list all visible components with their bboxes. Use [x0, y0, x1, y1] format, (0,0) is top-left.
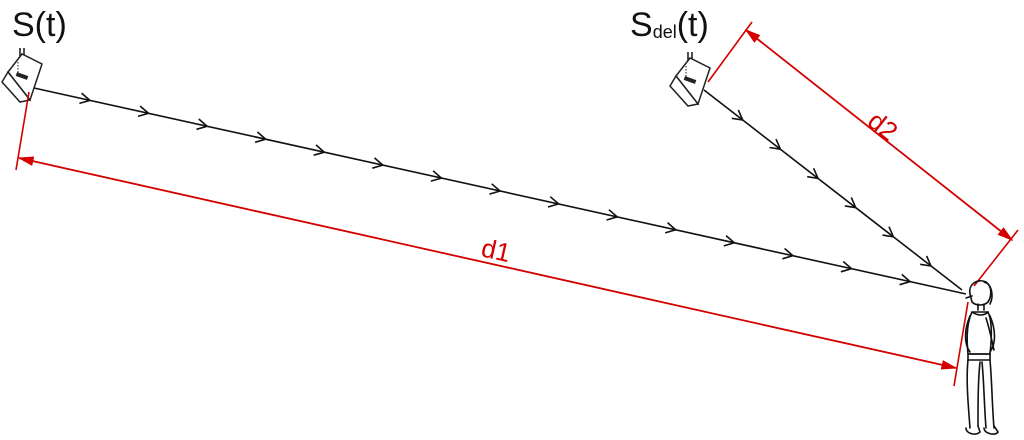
- delayed-source-label: Sdel(t): [630, 6, 709, 44]
- delayed-source-label-main: S: [630, 6, 653, 44]
- ray-arrow-icon: [313, 144, 326, 156]
- delayed-source-label-suffix: (t): [677, 6, 709, 44]
- distance-dimension-d1: d1: [15, 91, 969, 387]
- person-figure-icon: [964, 279, 999, 435]
- source-label: S(t): [12, 6, 67, 44]
- ray-arrow-icon: [196, 118, 209, 131]
- ray-arrow-icon: [137, 105, 151, 118]
- ray-arrow-icon: [254, 131, 268, 144]
- distance-label-d2: d2: [862, 105, 903, 146]
- distance-label-d1: d1: [479, 233, 514, 269]
- ray-arrow-icon: [79, 92, 92, 105]
- loudspeaker-icon: [669, 52, 711, 107]
- delayed-source-label-sub: del: [653, 22, 677, 42]
- loudspeaker-icon: [1, 48, 43, 103]
- svg-text:Sdel(t): Sdel(t): [630, 6, 709, 44]
- ray-arrow-icon: [731, 109, 745, 122]
- distance-dimension-d2: d2: [707, 21, 1019, 287]
